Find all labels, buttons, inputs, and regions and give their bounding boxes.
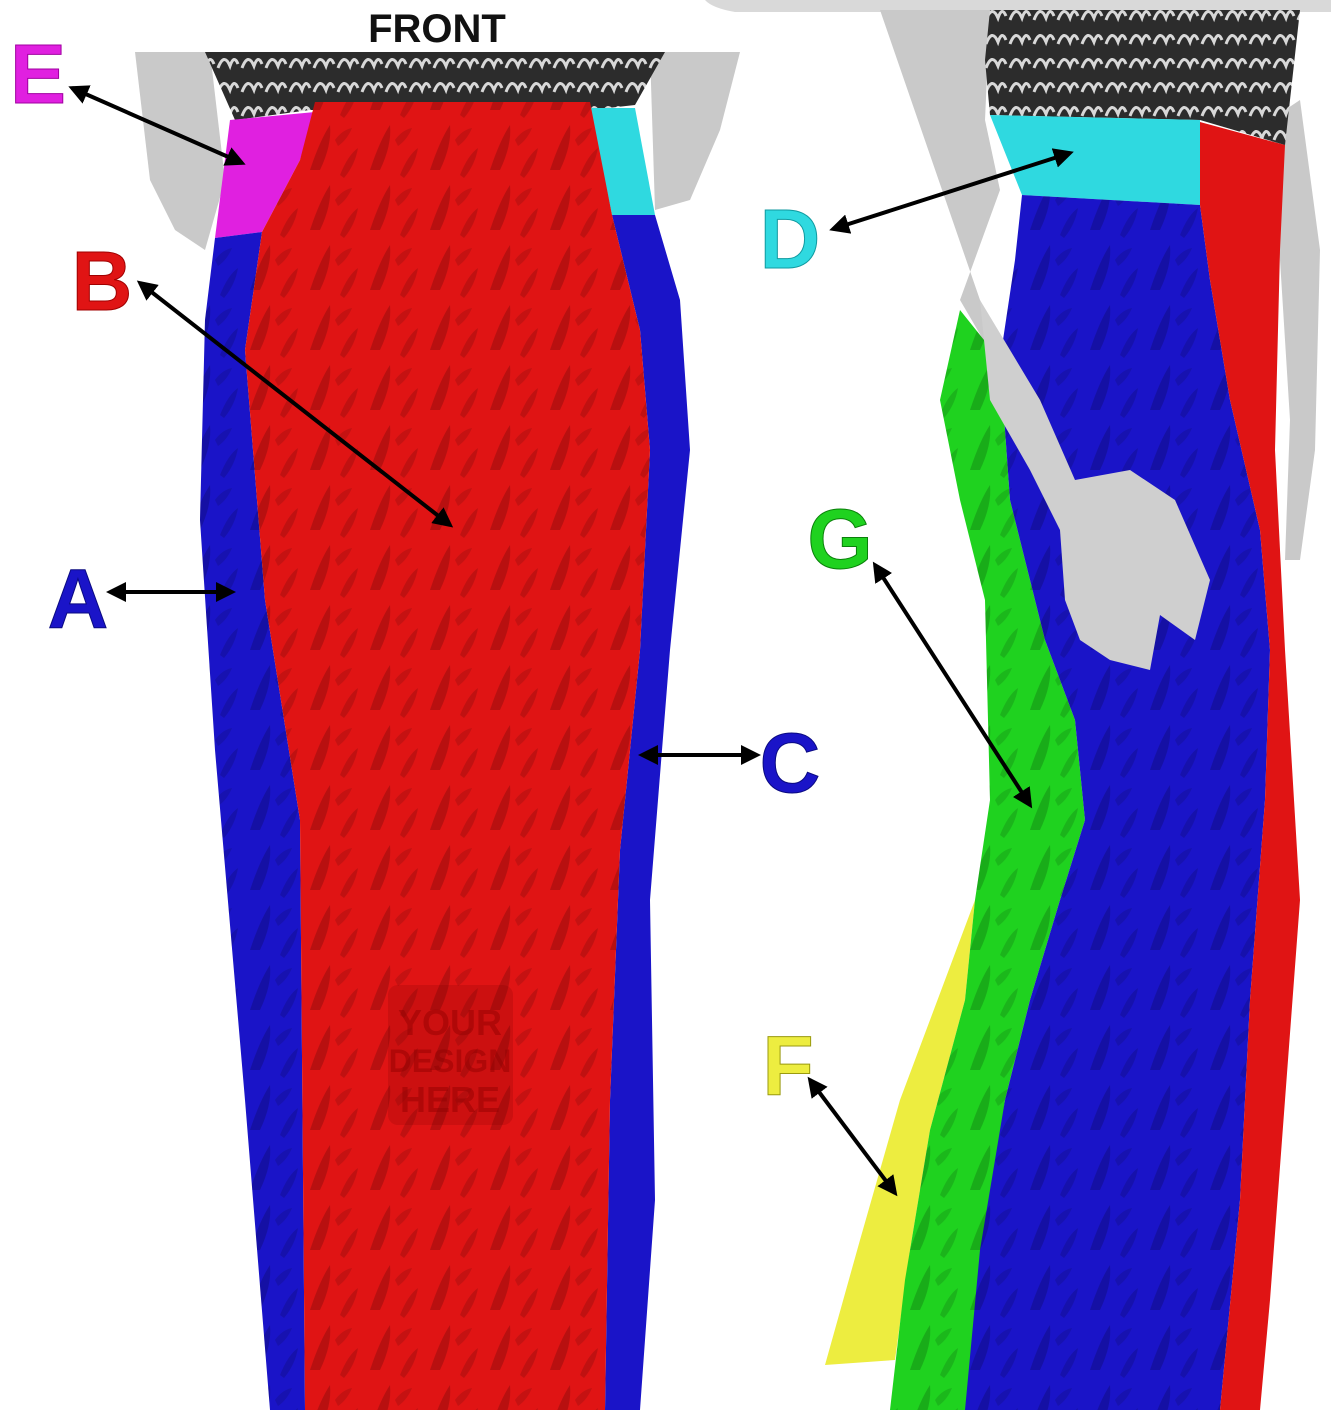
label-a: A [48, 552, 109, 646]
label-b: B [72, 234, 133, 328]
watermark-line-1: YOUR [398, 1002, 502, 1043]
label-c: C [760, 716, 821, 810]
watermark-line-3: HERE [400, 1079, 500, 1120]
panel-d-side [990, 115, 1200, 205]
front-view-title: FRONT [368, 7, 506, 51]
arrow-f [810, 1080, 895, 1193]
watermark-line-2: DESIGN [389, 1043, 512, 1079]
front-right-arm [650, 52, 740, 210]
label-e: E [10, 27, 66, 121]
label-f: F [762, 1019, 813, 1113]
panel-b-texture [245, 102, 650, 1410]
label-d: D [760, 192, 821, 286]
label-g: G [807, 492, 872, 586]
design-watermark: YOUR DESIGN HERE [388, 985, 513, 1125]
front-view: YOUR DESIGN HERE FRONT [135, 7, 740, 1410]
